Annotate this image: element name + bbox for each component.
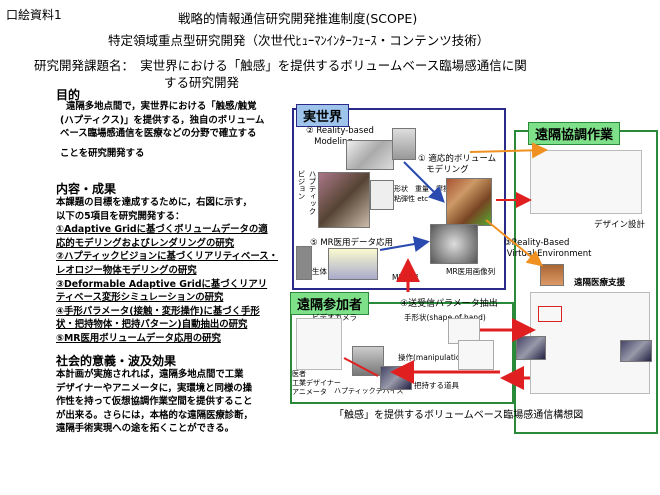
camera-rig-image [346, 140, 394, 170]
arrow-mr-to-slice [379, 236, 430, 252]
purpose-text: 遠隔多地点間で，実世界における「触感/触覚 (ハプティクス)」を提供する，独自の… [60, 101, 265, 159]
mr-image-label: MR医用画像列 [446, 267, 496, 276]
content-list: 本課題の目標を達成するために，右図に示す， 以下の5項目を研究開発する： ①Ad… [56, 196, 284, 346]
remote-medical-label: 遠隔医療支援 [574, 278, 626, 288]
arrow-orange-mid [485, 219, 544, 267]
body-figure [296, 246, 312, 280]
haptic-device-image [392, 128, 416, 160]
operator-photo [318, 172, 370, 228]
item-5: ⑤MR医用ボリュームデータ応用の研究 [56, 332, 221, 344]
shape-props-panel [370, 180, 394, 210]
program-title: 戦略的情報通信研究開発推進制度(SCOPE) [178, 11, 418, 26]
project-title-line1: 研究開発課題名： 実世界における「触感」を提供するボリュームベース臨場感通信に関 [34, 58, 527, 73]
remote-collab-label: 遠隔協調作業 [528, 122, 621, 145]
content-heading: 内容・成果 [56, 182, 117, 196]
reality-modeling-label: ② Reality-based Modeling [306, 126, 374, 147]
ve-thumbnail [540, 264, 564, 286]
arrow-model-to-volume [403, 161, 445, 203]
item-1: ①Adaptive Gridに基づくボリュームデータの適 [56, 224, 268, 236]
real-world-label: 実世界 [296, 104, 350, 127]
grip-tool-label: 把持する道具 [414, 381, 459, 390]
volume-model-image [446, 178, 492, 226]
purpose-heading: 目的 [56, 88, 81, 102]
item-3: ③Deformable Adaptive Gridに基づくリアリ [56, 278, 268, 290]
diagram-caption: 「触感」を提供するボリュームベース臨場感通信構想図 [334, 410, 584, 421]
mr-application-label: ⑤ MR医用データ応用 [310, 238, 394, 248]
doctor-label: 医者 工業デザイナー アニメータ [292, 370, 341, 396]
document-label: 口絵資料1 [6, 8, 62, 22]
arrow-participant [343, 357, 379, 377]
manipulation-label: 操作(manipulation) [398, 353, 469, 362]
project-title-line2: する研究開発 [164, 75, 240, 90]
manipulation-sketch [458, 340, 494, 370]
hand-shape-label: 手形状(shape of hand) [404, 313, 486, 322]
mr-device-image [328, 248, 378, 280]
remote-participant-box [290, 302, 514, 404]
design-sketch [530, 150, 642, 214]
item-4: ④手形パラメータ(接触・変形操作)に基づく手形 [56, 305, 260, 317]
medical-highlight [538, 306, 562, 322]
haptic-vision-label: ハプティック ビジョン [297, 170, 317, 215]
adaptive-volume-label: ① 適応的ボリューム モデリング [418, 154, 497, 175]
program-subtitle: 特定領域重点型研究開発（次世代ﾋｭｰﾏﾝｲﾝﾀｰﾌｪｰｽ・コンテンツ技術） [108, 33, 490, 48]
remote-participant-label: 遠隔参加者 [290, 292, 370, 315]
mr-slice-image [430, 224, 478, 264]
living-body-label: 生体 [312, 267, 327, 276]
video-camera-label: ビデオカメラ [312, 312, 357, 323]
endoscope-image-2 [620, 340, 652, 362]
param-extract-label: ④送受信パラメータ抽出 [400, 299, 498, 309]
impact-heading: 社会的意義・波及効果 [56, 354, 177, 368]
arrow-orange-top [469, 142, 548, 159]
impact-text: 本計画が実施されれば，遠隔多地点間で工業 デザイナーやアニメータに，実環境と同様… [56, 369, 253, 435]
participant-sketch [296, 318, 342, 370]
item-2: ②ハプティックビジョンに基づくリアリティベース・ [56, 251, 278, 263]
haptic-device-label: ハプティックデバイス [334, 387, 404, 395]
design-label: デザイン設計 [594, 220, 646, 230]
reality-based-ve-label: ③Reality-Based Virtual Environment [504, 238, 592, 259]
